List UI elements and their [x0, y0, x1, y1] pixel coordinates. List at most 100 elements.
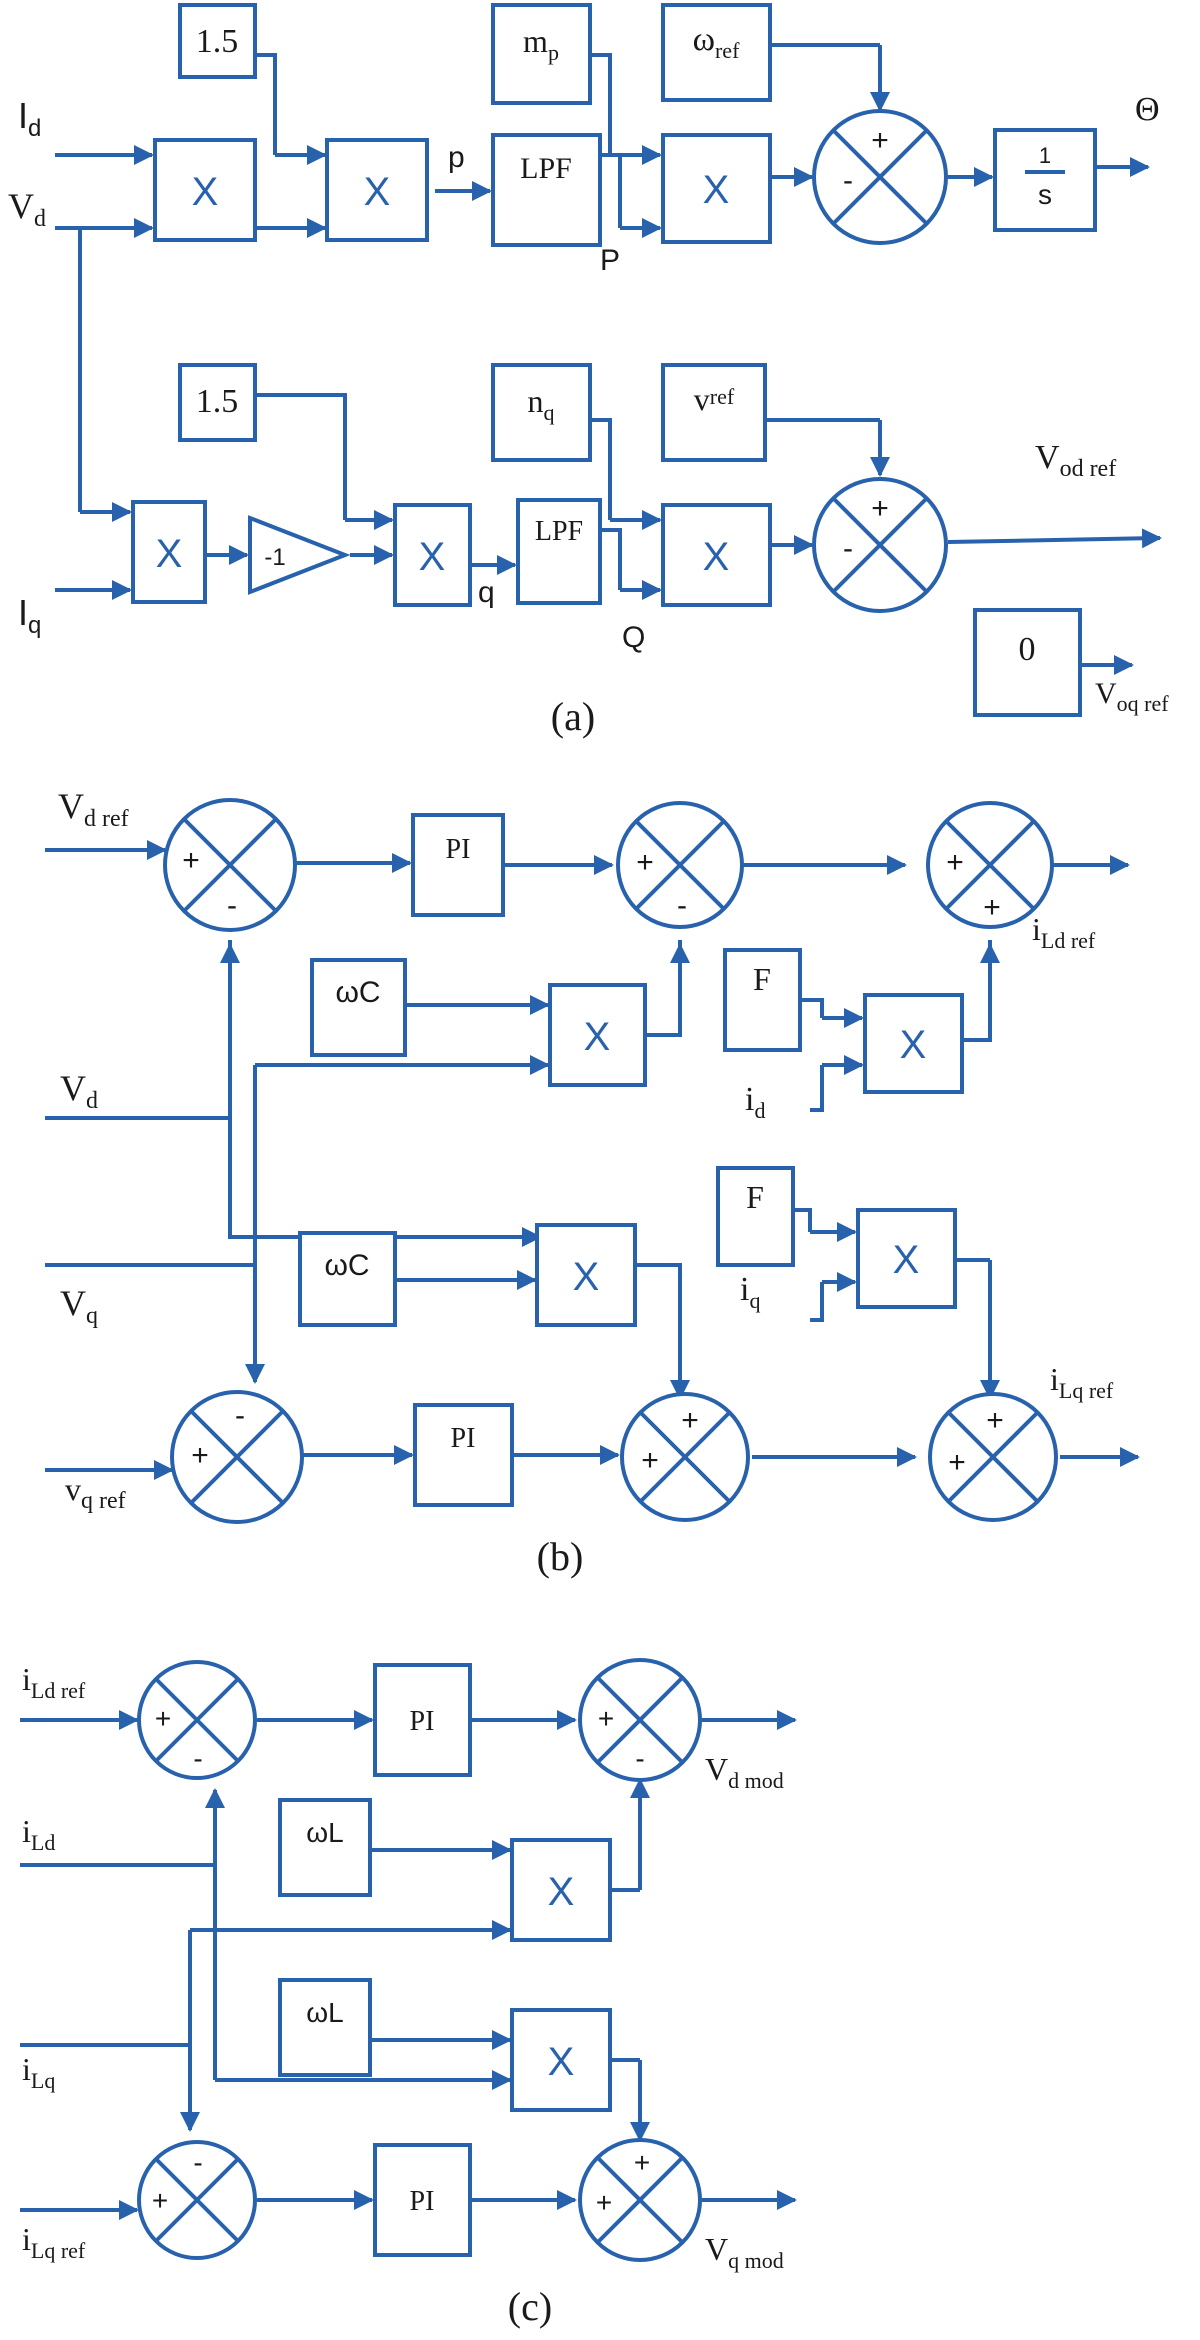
input-ildref-label: iLd ref [22, 1661, 86, 1703]
output-vqmod-label: Vq mod [705, 2231, 784, 2273]
multiplier-label: X [893, 1238, 920, 1282]
input-vqref-label: vq ref [65, 1471, 126, 1514]
lpf-q-block [516, 498, 602, 605]
pi-block-q [413, 1403, 514, 1507]
sum-sign-plus: + [152, 2185, 168, 2216]
wc-block-top [310, 958, 407, 1057]
panel-c-caption: (c) [508, 2284, 552, 2329]
wl-label: ωL [306, 1997, 343, 2028]
sum-sign-plus: + [636, 846, 654, 879]
multiplier-label: X [548, 2040, 575, 2084]
multiplier-label: X [584, 1015, 611, 1059]
input-iq-label: Iq [18, 592, 41, 639]
wl-block-top [278, 1798, 372, 1897]
input-ilqref-label: iLq ref [22, 2221, 86, 2263]
multiplier-wl-ild [510, 2008, 612, 2112]
panel-c-connections [20, 1710, 797, 2220]
sum-sign-plus: + [155, 1703, 171, 1734]
sum-sign-plus: + [598, 1703, 614, 1734]
multiplier-label: X [900, 1023, 927, 1067]
output-voqref-label: Voq ref [1095, 677, 1169, 716]
output-theta-label: Θ [1135, 91, 1160, 128]
sum-sign-plus: + [871, 124, 889, 157]
f-label: F [753, 961, 771, 997]
multiplier-vd-iq [131, 500, 207, 604]
vref-block [661, 363, 767, 462]
multiplier-wc-vq [548, 983, 647, 1087]
input-iq-label: iq [740, 1271, 760, 1313]
wc-label: ωC [324, 1249, 369, 1282]
sum-sign-plus: + [681, 1404, 699, 1437]
gain-neg-one-label: -1 [264, 544, 285, 571]
pi-block-iq [373, 2143, 472, 2257]
sum-sign-plus: + [983, 891, 1001, 924]
input-vd-label: Vd [60, 1068, 98, 1114]
wc-block-bottom [298, 1231, 397, 1327]
input-vq-label: Vq [60, 1283, 98, 1329]
signal-p-label: p [448, 141, 465, 174]
sum-sign-minus: - [843, 164, 853, 197]
output-vodref-label: Vod ref [1035, 439, 1116, 482]
sum-sign-plus: + [191, 1439, 209, 1472]
multiplier-label: X [364, 170, 391, 214]
zero-label: 0 [1019, 631, 1036, 668]
lpf-p-label: LPF [520, 152, 572, 185]
sum-sign-minus: - [635, 1743, 644, 1774]
pi-label: PI [451, 1423, 476, 1454]
vref-label: vref [694, 381, 735, 417]
panel-a: 1.5 X X LPF mp ωref X + - 1 s 1.5 X -1 X… [8, 3, 1169, 739]
multiplier-wc-vd [535, 1223, 637, 1327]
multiplier-label: X [573, 1255, 600, 1299]
multiplier-nq-q [661, 503, 772, 607]
signal-P-label: P [600, 244, 620, 277]
integrator-block [993, 128, 1097, 232]
input-vdref-label: Vd ref [58, 786, 129, 832]
multiplier-label: X [192, 170, 219, 214]
multiplier-f-iq [856, 1208, 957, 1309]
multiplier-label: X [703, 168, 730, 212]
pi-block-d [411, 813, 505, 917]
pi-label: PI [410, 2186, 435, 2217]
panel-c-diagram: + - PI + - ωL X ωL X - + PI + + iLd ref … [20, 1658, 797, 2329]
sum-sign-plus: + [871, 492, 889, 525]
signal-Q-label: Q [622, 621, 645, 654]
sum-sign-minus: - [193, 2147, 202, 2178]
multiplier-1-5-q [393, 503, 472, 607]
sum-sign-plus: + [182, 844, 200, 877]
const-1-5-block [178, 3, 257, 79]
panel-b-caption: (b) [537, 1534, 584, 1579]
multiplier-f-id [863, 993, 964, 1094]
zero-block [973, 608, 1082, 717]
sum-sign-minus: - [843, 532, 853, 565]
integrator-numerator: 1 [1039, 143, 1051, 168]
multiplier-mp-p [661, 133, 772, 244]
f-block-top [723, 948, 802, 1052]
sum-sign-plus: + [596, 2187, 612, 2218]
input-id-label: Id [18, 95, 41, 142]
const-1-5-label: 1.5 [196, 23, 239, 60]
multiplier-1-5-p [325, 138, 429, 242]
sum-sign-plus: + [634, 2147, 650, 2178]
lpf-q-label: LPF [535, 516, 583, 547]
multiplier-label: X [419, 535, 446, 579]
pi-block-id [373, 1663, 472, 1777]
sum-sign-minus: - [193, 1743, 202, 1774]
input-vd-label: Vd [8, 186, 46, 232]
sum-sign-plus: + [641, 1444, 659, 1477]
input-id-label: id [745, 1081, 765, 1123]
input-ilq-label: iLq [22, 2051, 55, 2093]
multiplier-id-vd [153, 138, 257, 242]
lpf-p-block [491, 133, 602, 247]
wl-block-bottom [278, 1978, 372, 2077]
sum-sign-minus: - [677, 889, 687, 922]
wc-label: ωC [335, 976, 380, 1009]
signal-q-label: q [478, 576, 495, 609]
mp-block [491, 3, 592, 105]
gain-neg-one-triangle [248, 515, 351, 595]
multiplier-wl-ilq [510, 1838, 612, 1942]
panel-a-wires [55, 43, 1162, 675]
panel-b-connections [45, 840, 1140, 1480]
multiplier-label: X [703, 535, 730, 579]
